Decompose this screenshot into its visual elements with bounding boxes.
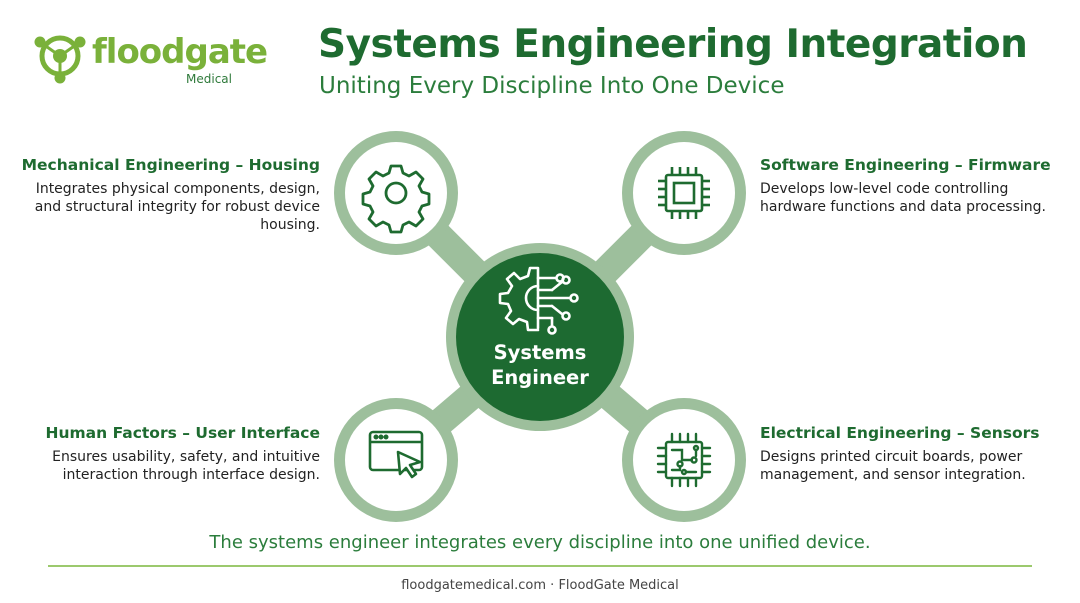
center-label-line1: Systems: [493, 341, 587, 364]
software-block: Software Engineering – Firmware Develops…: [760, 156, 1060, 216]
logo-mark-icon: [34, 35, 86, 84]
page-title: Systems Engineering Integration: [318, 22, 1028, 67]
divider-rule: [48, 565, 1032, 567]
browser-cursor-icon: [368, 430, 424, 479]
electrical-title: Electrical Engineering – Sensors: [760, 424, 1040, 442]
center-label: Systems Engineer: [460, 340, 620, 390]
gear-icon: [361, 164, 431, 234]
center-gear-circuit-icon: [498, 266, 579, 335]
mechanical-desc: Integrates physical components, design, …: [34, 181, 320, 233]
human-factors-desc: Ensures usability, safety, and intuitive…: [52, 449, 320, 483]
center-label-line2: Engineer: [491, 366, 589, 389]
page-subtitle: Uniting Every Discipline Into One Device: [319, 73, 785, 99]
node-electrical: [622, 398, 746, 522]
logo-sub: Medical: [186, 72, 232, 86]
circuit-board-icon: [656, 432, 712, 488]
logo-name: floodgate: [92, 32, 268, 72]
mechanical-title: Mechanical Engineering – Housing: [21, 156, 320, 174]
electrical-block: Electrical Engineering – Sensors Designs…: [760, 424, 1060, 484]
node-software: [622, 131, 746, 255]
software-title: Software Engineering – Firmware: [760, 156, 1051, 174]
footer-text: floodgatemedical.com · FloodGate Medical: [401, 578, 679, 593]
center-hub: [446, 243, 634, 431]
human-factors-block: Human Factors – User Interface Ensures u…: [20, 424, 320, 484]
floodgate-logo: floodgate Medical: [30, 28, 268, 88]
node-human-factors: [334, 398, 458, 522]
electrical-desc: Designs printed circuit boards, power ma…: [760, 449, 1026, 483]
human-factors-title: Human Factors – User Interface: [45, 424, 320, 442]
software-desc: Develops low-level code controlling hard…: [760, 181, 1046, 215]
chip-icon: [658, 167, 710, 219]
mechanical-block: Mechanical Engineering – Housing Integra…: [20, 156, 320, 234]
node-mechanical: [334, 131, 458, 255]
summary-text: The systems engineer integrates every di…: [209, 532, 871, 553]
